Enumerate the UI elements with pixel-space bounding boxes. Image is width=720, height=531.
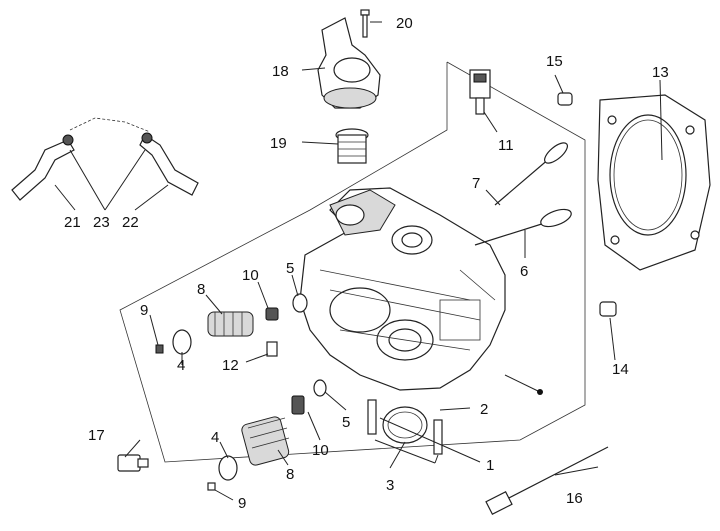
valve-keeper-upper [155, 344, 164, 354]
valve-seal-upper [265, 307, 279, 321]
plug-17 [117, 454, 149, 472]
callout-20: 20 [396, 15, 413, 32]
callout-labels: 1 2 3 4 4 5 5 6 7 8 8 9 9 10 10 11 12 13… [64, 15, 669, 512]
callout-7: 7 [472, 175, 480, 192]
head-bolt-16 [485, 446, 609, 516]
head-gasket [597, 94, 711, 271]
o-ring-3 [382, 406, 428, 444]
callout-1: 1 [486, 457, 494, 474]
valve-spring-upper [207, 311, 254, 337]
callout-8b: 8 [286, 466, 294, 483]
thermostat-housing [317, 17, 381, 109]
exhaust-valve [494, 142, 568, 206]
callout-3: 3 [386, 477, 394, 494]
callout-19: 19 [270, 135, 287, 152]
valve-spring-lower [241, 416, 290, 466]
callout-4a: 4 [177, 357, 185, 374]
callout-16: 16 [566, 490, 583, 507]
coolant-hose-21 [11, 139, 75, 201]
temperature-sensor [469, 69, 491, 115]
callout-23: 23 [93, 214, 110, 231]
callout-11: 11 [498, 137, 514, 154]
spring-retainer-lower [218, 455, 238, 481]
screw-20 [360, 9, 370, 38]
assembly-outline [119, 61, 586, 463]
callout-4b: 4 [211, 429, 219, 446]
callout-15: 15 [546, 53, 563, 70]
callout-14: 14 [612, 361, 629, 378]
intake-valve [474, 208, 572, 246]
spring-seat-upper [292, 293, 308, 313]
guide-pin-12 [266, 341, 278, 357]
callout-18: 18 [272, 63, 289, 80]
callout-5b: 5 [342, 414, 350, 431]
spring-retainer-upper [172, 329, 192, 355]
coolant-hose-22 [139, 134, 199, 196]
dowel-pins-2 [367, 399, 443, 455]
leader-lines [54, 21, 663, 501]
dowel-15 [557, 92, 573, 106]
valve-keeper-lower [207, 482, 216, 491]
dowel-14 [599, 301, 617, 317]
callout-2: 2 [480, 401, 488, 418]
callout-10a: 10 [242, 267, 259, 284]
callout-13: 13 [652, 64, 669, 81]
callout-22: 22 [122, 214, 139, 231]
hose-clamp-23 [62, 117, 153, 146]
callout-5a: 5 [286, 260, 294, 277]
callout-10b: 10 [312, 442, 329, 459]
callout-12: 12 [222, 357, 239, 374]
callout-17: 17 [88, 427, 105, 444]
callout-21: 21 [64, 214, 81, 231]
callout-9b: 9 [238, 495, 246, 512]
callout-8a: 8 [197, 281, 205, 298]
spring-seat-lower [313, 379, 327, 397]
callout-6: 6 [520, 263, 528, 280]
cylinder-head [299, 187, 506, 391]
callout-9a: 9 [140, 302, 148, 319]
thermostat [335, 128, 369, 164]
valve-seal-lower [291, 395, 305, 415]
